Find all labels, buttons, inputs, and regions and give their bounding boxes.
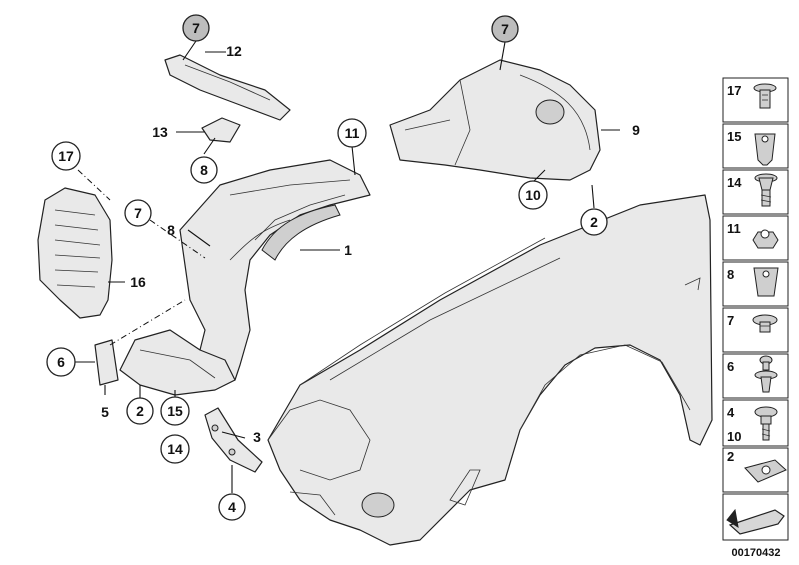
rear-wheel-arch-liner	[389, 59, 601, 181]
legend-panel: 17 15 14 11 8 7 6 4 10 2	[722, 77, 789, 541]
legend-label-7: 7	[727, 313, 734, 328]
callout-8b: 8	[167, 222, 175, 238]
legend-label-17: 17	[727, 83, 741, 98]
legend-label-6: 6	[727, 359, 734, 374]
callout-6: 6	[57, 354, 65, 370]
callout-8a: 8	[200, 162, 208, 178]
expansion-nut-15-icon	[754, 133, 776, 166]
callout-16: 16	[130, 274, 146, 290]
callout-4-circle	[218, 493, 246, 521]
callout-8a-circle	[190, 156, 218, 184]
front-fender	[267, 194, 713, 546]
legend-label-14: 14	[727, 175, 742, 190]
lower-bracket	[204, 407, 263, 473]
screw-4-10-icon	[754, 406, 778, 441]
callout-17-circle	[51, 141, 81, 171]
callout-2b-circle	[126, 397, 154, 425]
callout-17: 17	[58, 148, 74, 164]
callouts: 7 12 13 8 7 9 10 2 11 1 17 7 8 16 6 5 2 …	[46, 14, 640, 521]
legend-label-8: 8	[727, 267, 734, 282]
nut-11-icon	[752, 229, 779, 249]
callout-11-circle	[337, 118, 367, 148]
callout-2a: 2	[590, 214, 598, 230]
callout-7c: 7	[134, 205, 142, 221]
callout-15-circle	[160, 396, 190, 426]
callout-1: 1	[344, 242, 352, 258]
callout-3: 3	[253, 429, 261, 445]
callout-2a-circle	[580, 208, 608, 236]
legend-label-15: 15	[727, 129, 741, 144]
callout-4: 4	[228, 499, 236, 515]
callout-12: 12	[226, 43, 242, 59]
clip-part	[201, 117, 241, 143]
legend-label-11: 11	[727, 221, 741, 236]
upper-bracket	[164, 54, 291, 121]
callout-13: 13	[152, 124, 168, 140]
callout-7c-circle	[124, 199, 152, 227]
callout-15: 15	[167, 403, 183, 419]
callout-7b-circle	[491, 15, 519, 43]
push-clip-6-icon	[754, 355, 778, 393]
rivet-17-icon	[753, 83, 777, 109]
callout-7b: 7	[501, 21, 509, 37]
wheel-arch-liner	[179, 159, 371, 386]
lower-liner-section	[119, 329, 236, 396]
callout-6-circle	[46, 347, 76, 377]
callout-14: 14	[167, 441, 183, 457]
callout-7a-circle	[182, 14, 210, 42]
diagram-code: 00170432	[732, 547, 781, 559]
callout-11: 11	[345, 125, 360, 141]
bracket-plate	[94, 339, 119, 386]
legend-label-10: 10	[727, 429, 741, 444]
screw-7-icon	[752, 314, 778, 333]
callout-10-circle	[518, 180, 548, 210]
callout-5: 5	[101, 404, 109, 420]
legend-label-4: 4	[727, 405, 735, 420]
air-duct	[37, 187, 113, 319]
legend-label-2: 2	[727, 449, 734, 464]
callout-9: 9	[632, 122, 640, 138]
callout-2b: 2	[136, 403, 144, 419]
screw-14-icon	[754, 173, 778, 207]
diagram-arrow-icon	[726, 508, 785, 535]
callout-14-circle	[160, 434, 190, 464]
expansion-nut-8-icon	[753, 267, 779, 297]
clip-nut-2-icon	[744, 459, 787, 483]
callout-7a: 7	[192, 20, 200, 36]
leader-lines	[75, 40, 620, 493]
callout-10: 10	[525, 187, 541, 203]
